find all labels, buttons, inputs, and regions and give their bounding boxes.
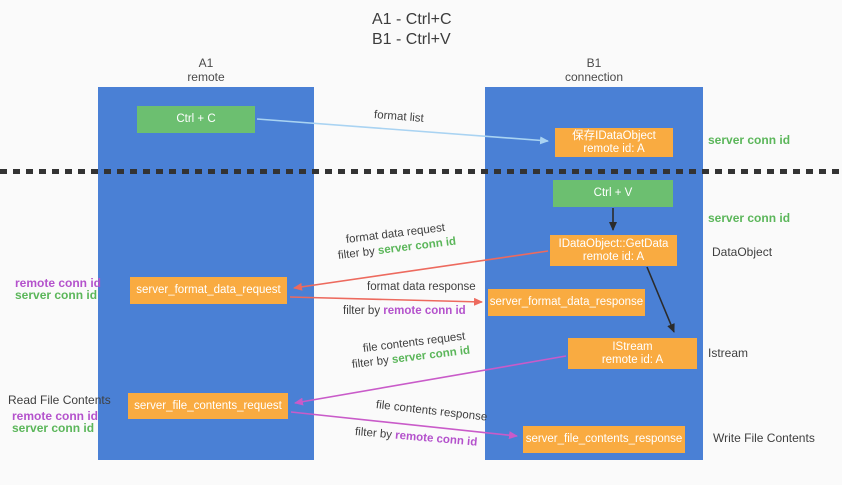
node-save-idataobject-line2: remote id: A xyxy=(583,142,645,155)
filter-by-text-2: filter by xyxy=(343,305,381,317)
node-server-file-contents-request-label: server_file_contents_request xyxy=(134,399,282,412)
lane-a-name: A1 xyxy=(198,56,214,70)
write-file-contents-label: Write File Contents xyxy=(713,431,815,445)
node-server-file-contents-response-label: server_file_contents_response xyxy=(525,433,683,445)
format-data-response-label: format data response xyxy=(367,281,476,293)
node-idataobject-getdata-line1: IDataObject::GetData xyxy=(558,237,669,250)
diagram-title: A1 - Ctrl+C B1 - Ctrl+V xyxy=(372,10,452,50)
filter-by-text-1: filter by xyxy=(337,245,376,262)
filter-by-text-3: filter by xyxy=(351,354,390,371)
filter-remote-conn-id-2: remote conn id xyxy=(394,429,478,449)
lane-b-header: B1 connection xyxy=(485,56,703,84)
remote-conn-id-label-1: remote conn id xyxy=(15,276,102,290)
server-conn-id-label-top: server conn id xyxy=(708,133,791,147)
node-server-file-contents-request: server_file_contents_request xyxy=(128,393,288,419)
node-ctrl-v: Ctrl + V xyxy=(553,180,673,207)
title-line-1: A1 - Ctrl+C xyxy=(372,11,452,28)
lane-a-header: A1 remote xyxy=(98,56,314,84)
node-server-format-data-response: server_format_data_response xyxy=(488,289,645,316)
istream-label: Istream xyxy=(708,346,749,360)
server-conn-id-label-mid: server conn id xyxy=(708,211,791,225)
remote-conn-id-label-2: remote conn id xyxy=(12,409,99,423)
filter-remote-conn-id-1: remote conn id xyxy=(383,305,466,317)
node-ctrl-v-label: Ctrl + V xyxy=(593,187,633,199)
server-conn-id-label-left-2: server conn id xyxy=(12,421,95,435)
session-divider-dotted-line xyxy=(0,169,842,174)
node-save-idataobject-line1: 保存IDataObject xyxy=(572,129,656,142)
read-file-contents-label: Read File Contents xyxy=(8,393,111,407)
conn-id-pair-file: remote conn id server conn id xyxy=(12,409,99,435)
server-conn-id-label-left-1: server conn id xyxy=(15,288,98,302)
lane-b-name: B1 xyxy=(586,56,602,70)
node-idataobject-getdata-line2: remote id: A xyxy=(582,250,645,263)
lane-a-subtitle: remote xyxy=(187,70,225,84)
node-istream-line2: remote id: A xyxy=(601,353,664,366)
filter-by-remote-conn-id-label-2: filter by remote conn id xyxy=(354,426,477,449)
node-server-format-data-request-label: server_format_data_request xyxy=(136,284,281,296)
lane-b-subtitle: connection xyxy=(564,70,624,84)
node-save-idataobject: 保存IDataObject remote id: A xyxy=(555,128,673,157)
node-idataobject-getdata: IDataObject::GetData remote id: A xyxy=(550,235,677,266)
filter-by-remote-conn-id-label-1: filter by remote conn id xyxy=(343,305,466,317)
title-line-2: B1 - Ctrl+V xyxy=(372,31,451,48)
node-ctrl-c-label: Ctrl + C xyxy=(176,113,216,125)
node-istream: IStream remote id: A xyxy=(568,338,697,369)
node-server-file-contents-response: server_file_contents_response xyxy=(523,426,685,453)
arrow-format-data-response xyxy=(289,296,483,306)
file-contents-response-label: file contents response xyxy=(375,399,488,424)
node-ctrl-c: Ctrl + C xyxy=(137,106,255,133)
filter-by-text-4: filter by xyxy=(354,426,393,442)
node-istream-line1: IStream xyxy=(612,340,653,353)
format-list-label: format list xyxy=(373,109,425,125)
conn-id-pair-format: remote conn id server conn id xyxy=(15,276,102,302)
dataobject-label: DataObject xyxy=(712,245,773,259)
node-server-format-data-response-label: server_format_data_response xyxy=(489,296,644,308)
node-server-format-data-request: server_format_data_request xyxy=(130,277,287,304)
